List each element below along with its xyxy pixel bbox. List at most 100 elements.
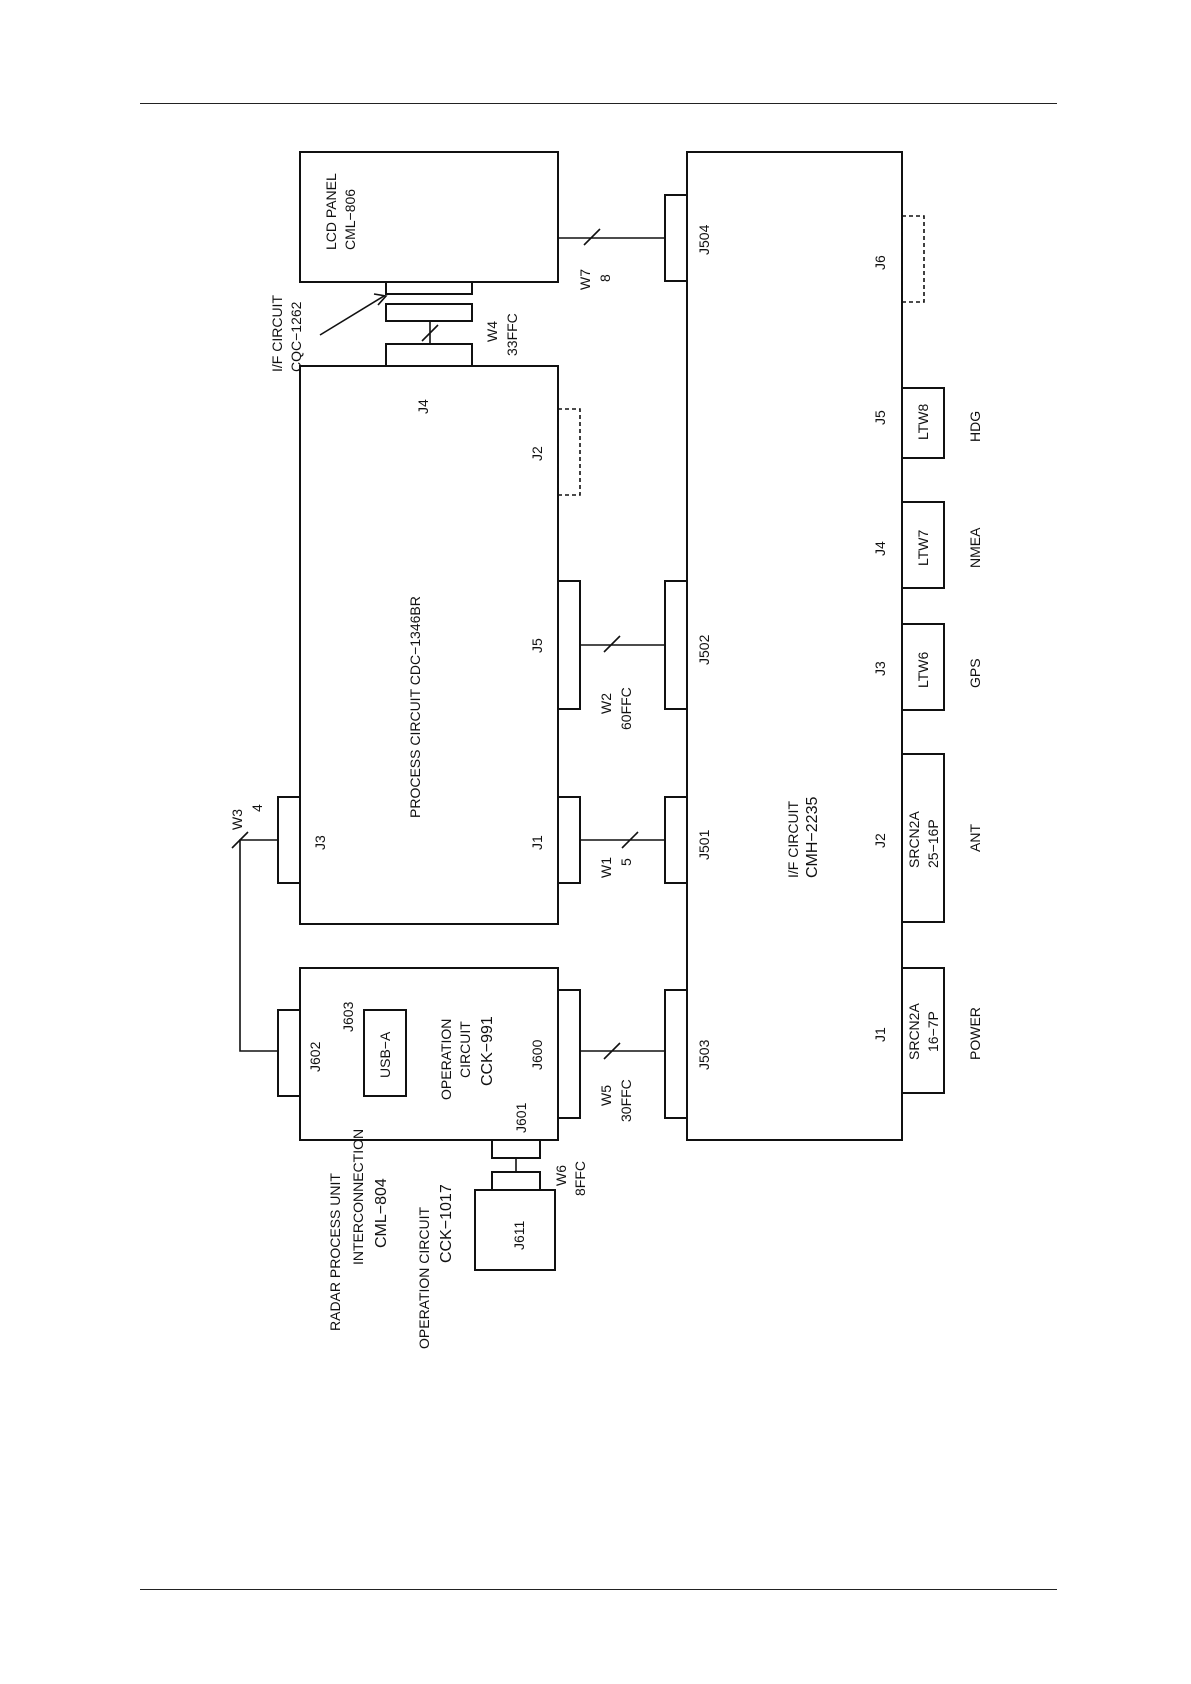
operation-circuit-991-box <box>299 967 559 1141</box>
plug-srcn-16-line2: 16−7P <box>925 1011 941 1052</box>
operation-991-line3: CCK−991 <box>479 1016 496 1086</box>
signal-ant-label: ANT <box>967 824 983 852</box>
connector-j3-process-label: J3 <box>312 835 328 850</box>
connector-j5-main-label: J5 <box>872 410 888 425</box>
wire-w5-slash <box>603 1042 621 1060</box>
operation-circuit-1017-box <box>474 1189 556 1271</box>
if-circuit-small-arrow <box>319 295 385 336</box>
plug-ltw7-label: LTW7 <box>915 529 931 566</box>
wire-w5-label: W5 <box>598 1085 614 1106</box>
wire-w7-count: 8 <box>597 274 613 282</box>
wire-w5-count: 30FFC <box>618 1079 634 1122</box>
plug-srcn-16-7p <box>901 967 945 1094</box>
lcd-panel-label-line1: LCD PANEL <box>323 173 339 250</box>
connector-j603-label: J603 <box>340 1001 356 1032</box>
usb-a-label: USB−A <box>377 1031 393 1078</box>
connector-j611-label: J611 <box>511 1220 527 1250</box>
connector-j504 <box>664 194 688 282</box>
connector-j600 <box>557 989 581 1119</box>
operation-1017-line2: CCK−1017 <box>438 1184 455 1263</box>
connector-j501 <box>664 796 688 884</box>
footer-rule <box>140 1589 1057 1590</box>
wire-w1-label: W1 <box>598 857 614 878</box>
plug-srcn-16-line1: SRCN2A <box>906 1003 922 1060</box>
unit-title-line3: CML−804 <box>373 1178 390 1248</box>
connector-j1-process-label: J1 <box>529 835 545 850</box>
lcd-panel-label-line2: CML−806 <box>342 189 358 250</box>
signal-power-label: POWER <box>967 1007 983 1060</box>
connector-j2-process <box>557 408 581 496</box>
connector-j1-main-label: J1 <box>872 1027 888 1042</box>
plug-srcn-25-16p <box>901 753 945 923</box>
connector-j1-process <box>557 796 581 884</box>
connector-j3-process <box>277 796 301 884</box>
lcd-panel-box <box>299 151 559 283</box>
connector-j2-process-label: J2 <box>529 446 545 461</box>
signal-gps-label: GPS <box>967 658 983 688</box>
wire-w3 <box>239 839 278 1052</box>
if-circuit-main-line2: CMH−2235 <box>804 797 821 878</box>
wire-w4-label: W4 <box>484 321 500 342</box>
connector-j4-main-label: J4 <box>872 541 888 556</box>
connector-j502 <box>664 580 688 710</box>
signal-hdg-label: HDG <box>967 411 983 442</box>
connector-j602 <box>277 1009 301 1097</box>
connector-j5-process-label: J5 <box>529 638 545 653</box>
unit-title-line1: RADAR PROCESS UNIT <box>327 1173 343 1331</box>
plug-ltw6 <box>901 623 945 711</box>
connector-j602-label: J602 <box>307 1041 323 1072</box>
connector-j502-label: J502 <box>696 634 712 665</box>
wire-w1-slash <box>621 831 639 849</box>
header-rule <box>140 103 1057 104</box>
connector-j4-process <box>385 343 473 367</box>
wire-w7-slash <box>583 228 601 246</box>
operation-1017-line1: OPERATION CIRCUIT <box>416 1206 432 1349</box>
if-circuit-small-strip-b <box>385 303 473 322</box>
operation-991-line2: CIRCUIT <box>457 1021 473 1078</box>
wire-w6-count: 8FFC <box>572 1161 588 1196</box>
connector-j601 <box>491 1139 541 1159</box>
plug-srcn-25-line1: SRCN2A <box>906 811 922 868</box>
connector-j4-process-label: J4 <box>415 399 431 414</box>
wire-w3-count: 4 <box>249 804 265 812</box>
operation-991-line1: OPERATION <box>438 1019 454 1100</box>
if-circuit-small-line1: I/F CIRCUIT <box>269 295 285 372</box>
wire-w6-label: W6 <box>553 1165 569 1186</box>
if-circuit-small-arrowhead <box>373 293 388 306</box>
process-circuit-box <box>299 365 559 925</box>
wire-w2-count: 60FFC <box>618 687 634 730</box>
connector-j503 <box>664 989 688 1119</box>
wire-w3-label: W3 <box>229 809 245 830</box>
if-circuit-main-line1: I/F CIRCUIT <box>785 801 801 878</box>
connector-j504-label: J504 <box>696 224 712 255</box>
wire-w2-slash <box>603 635 621 653</box>
wire-w3-slash <box>231 831 249 849</box>
connector-j501-label: J501 <box>696 829 712 860</box>
connector-j600-label: J600 <box>529 1039 545 1070</box>
connector-j6-main-label: J6 <box>872 255 888 270</box>
connector-j611-plug <box>491 1171 541 1191</box>
connector-j503-label: J503 <box>696 1039 712 1070</box>
plug-srcn-25-line2: 25−16P <box>925 819 941 868</box>
unit-title-line2: INTERCONNECTION <box>350 1129 366 1265</box>
connector-j6-main <box>901 215 925 303</box>
if-circuit-small-line2: CQC−1262 <box>288 301 304 372</box>
wire-w2-label: W2 <box>598 693 614 714</box>
connector-j2-main-label: J2 <box>872 833 888 848</box>
plug-ltw8-label: LTW8 <box>915 403 931 440</box>
plug-ltw6-label: LTW6 <box>915 651 931 688</box>
wire-w4-count: 33FFC <box>504 313 520 356</box>
plug-ltw8 <box>901 387 945 459</box>
connector-j3-main-label: J3 <box>872 661 888 676</box>
if-circuit-main-box <box>686 151 903 1141</box>
signal-nmea-label: NMEA <box>967 527 983 568</box>
wire-w1-count: 5 <box>618 858 634 866</box>
connector-j601-label: J601 <box>513 1102 529 1133</box>
process-circuit-label: PROCESS CIRCUIT CDC−1346BR <box>407 596 423 818</box>
usb-a-port <box>363 1009 407 1097</box>
wire-w4-slash <box>421 324 439 342</box>
if-circuit-small-strip-a <box>385 281 473 295</box>
wire-w7-label: W7 <box>577 269 593 290</box>
